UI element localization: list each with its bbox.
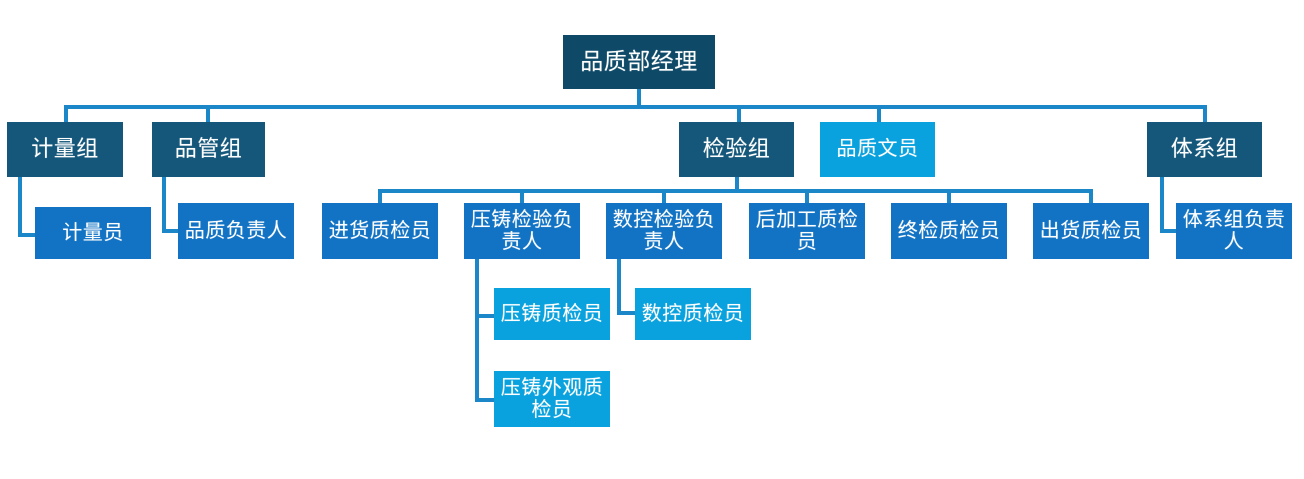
org-node-n1[interactable]: 计量组 — [7, 122, 123, 177]
connector-c-d-n9 — [520, 189, 524, 207]
connector-c-d-n10 — [662, 189, 666, 207]
org-node-n8[interactable]: 进货质检员 — [322, 203, 438, 259]
org-node-n7[interactable]: 品质负责人 — [178, 203, 294, 259]
connector-c-d-n12 — [947, 189, 951, 207]
connector-c-root-bus — [64, 105, 1207, 109]
connector-c-n5-drop — [1160, 177, 1164, 233]
org-node-n12[interactable]: 终检质检员 — [891, 203, 1007, 259]
connector-c-d-n8 — [378, 189, 382, 207]
connector-c-n2-drop — [162, 177, 166, 233]
connector-c-d-n13 — [1089, 189, 1093, 207]
org-node-n14[interactable]: 体系组负责人 — [1176, 203, 1292, 259]
org-node-n11[interactable]: 后加工质检员 — [749, 203, 865, 259]
org-node-n4[interactable]: 品质文员 — [820, 122, 935, 177]
connector-c-n1-drop — [18, 177, 22, 237]
connector-c-n10-arm — [617, 311, 638, 315]
org-node-n2[interactable]: 品管组 — [152, 122, 265, 177]
connector-c-n2-arm — [162, 229, 182, 233]
connector-c-n9-arm1 — [475, 314, 497, 318]
connector-c-n3-stem — [735, 177, 739, 193]
connector-c-n1-arm — [18, 233, 39, 237]
connector-c-root-stem — [637, 89, 641, 107]
org-node-n17[interactable]: 压铸外观质检员 — [494, 371, 610, 427]
org-node-n0[interactable]: 品质部经理 — [563, 35, 715, 89]
connector-c-d-n11 — [805, 189, 809, 207]
org-node-n13[interactable]: 出货质检员 — [1033, 203, 1149, 259]
org-node-n15[interactable]: 压铸质检员 — [494, 288, 610, 340]
org-node-n6[interactable]: 计量员 — [35, 207, 151, 259]
connector-c-n9-drop — [475, 259, 479, 402]
org-node-n10[interactable]: 数控检验负责人 — [606, 203, 722, 259]
connector-c-n5-arm — [1160, 229, 1180, 233]
connector-c-d-n1 — [64, 105, 68, 124]
org-node-n16[interactable]: 数控质检员 — [635, 288, 751, 340]
connector-c-d-n5 — [1203, 105, 1207, 124]
connector-c-d-n2 — [206, 105, 210, 124]
connector-c-d-n3 — [737, 105, 741, 124]
connector-c-d-n4 — [877, 105, 881, 124]
org-node-n9[interactable]: 压铸检验负责人 — [464, 203, 580, 259]
connector-c-n10-drop — [617, 259, 621, 315]
connector-c-n9-arm2 — [475, 398, 497, 402]
org-node-n3[interactable]: 检验组 — [679, 122, 794, 177]
org-node-n5[interactable]: 体系组 — [1147, 122, 1262, 177]
connector-c-n3-bus — [378, 189, 1092, 193]
